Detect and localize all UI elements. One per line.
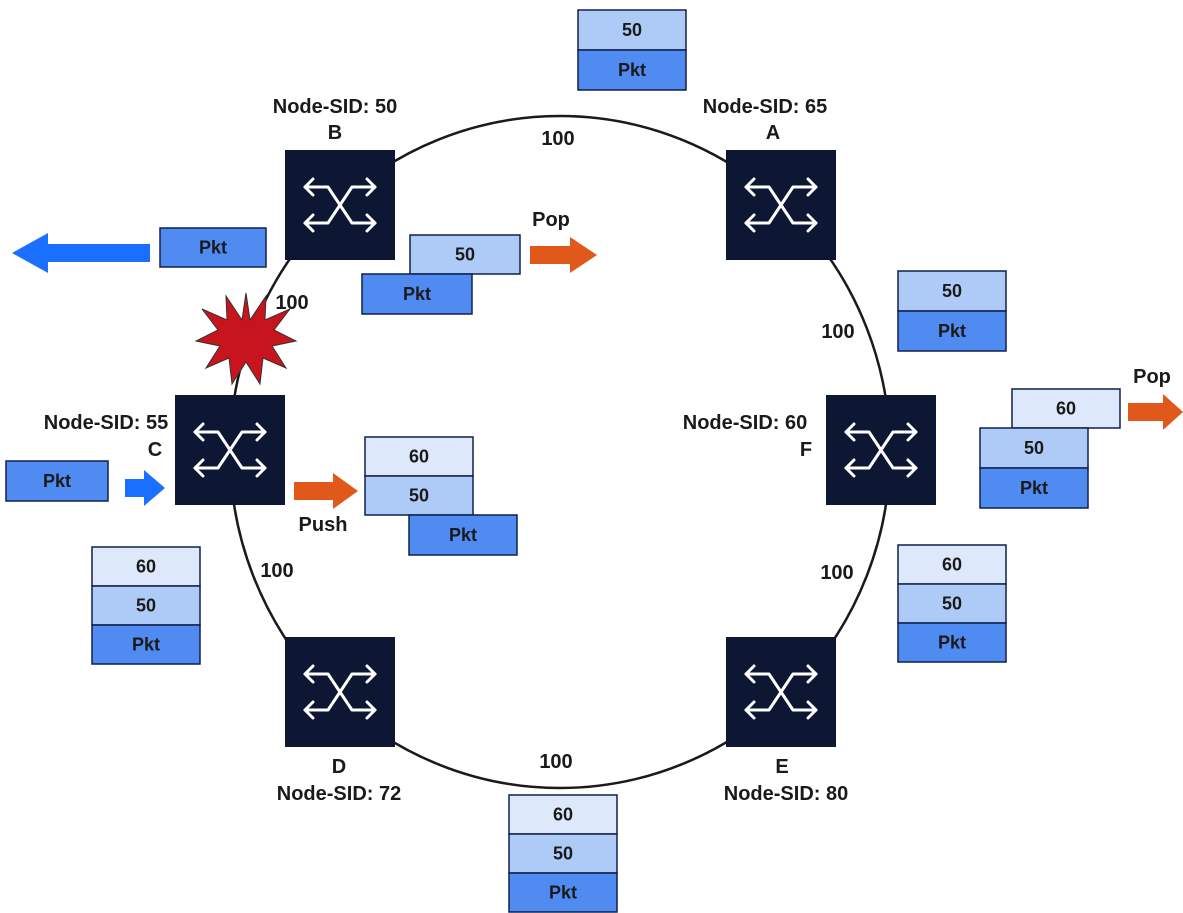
stack-a-f-cell: 50 [897, 270, 1007, 312]
push-c-pkt-cell-text: Pkt [449, 525, 477, 545]
stack-a-f-cell-text: Pkt [938, 321, 966, 341]
router-e-letter: E [775, 756, 788, 778]
stack-c-d-cell: Pkt [91, 624, 201, 665]
stack-c-d-cell-text: 50 [136, 596, 156, 616]
stack-d-e-cell-text: Pkt [549, 883, 577, 903]
router-c[interactable] [175, 395, 285, 505]
stack-f-e-cell: 50 [897, 583, 1007, 624]
router-a[interactable] [726, 150, 836, 260]
stack-f-e-cell: 60 [897, 544, 1007, 585]
egress-pkt-cell: Pkt [159, 227, 267, 268]
push-c-label-cell-text: 60 [409, 447, 429, 467]
switch-icon [285, 637, 395, 747]
metric-f-e: 100 [820, 562, 853, 584]
stack-c-d-cell: 60 [91, 546, 201, 587]
egress-pkt-cell-text: Pkt [199, 238, 227, 258]
metric-a-f: 100 [821, 321, 854, 343]
metric-e-d: 100 [539, 751, 572, 773]
stack-top-cell-text: Pkt [618, 60, 646, 80]
pop-b-label-cell-text: 50 [455, 245, 475, 265]
pop-b-pkt-cell: Pkt [361, 273, 473, 315]
push-c-label-cell-text: 50 [409, 486, 429, 506]
router-e[interactable] [726, 637, 836, 747]
switch-icon [726, 637, 836, 747]
stack-d-e-cell: 60 [508, 794, 618, 835]
pop-f-stack-cell-text: 50 [1024, 438, 1044, 458]
router-f-letter: F [800, 439, 812, 461]
router-f-sid: Node-SID: 60 [683, 412, 807, 434]
router-b-letter: B [328, 122, 342, 144]
link-failure-icon [194, 292, 298, 386]
router-c-sid: Node-SID: 55 [44, 412, 168, 434]
router-f[interactable] [826, 395, 936, 505]
stack-f-e-cell: Pkt [897, 622, 1007, 663]
stack-a-f-cell-text: 50 [942, 281, 962, 301]
stack-f-e-cell-text: 60 [942, 555, 962, 575]
pop-f-stack-cell-text: Pkt [1020, 478, 1048, 498]
push-c-label-cell: 60 [364, 436, 474, 477]
stack-c-d-cell-text: 60 [136, 557, 156, 577]
pop-f-label-cell: 60 [1011, 388, 1121, 429]
switch-icon [826, 395, 936, 505]
router-a-sid: Node-SID: 65 [703, 96, 827, 118]
router-d-sid: Node-SID: 72 [277, 783, 401, 805]
switch-icon [175, 395, 285, 505]
stack-d-e-cell: 50 [508, 833, 618, 874]
router-b-sid: Node-SID: 50 [273, 96, 397, 118]
pop-b-pkt-cell-text: Pkt [403, 284, 431, 304]
stack-f-e-cell-text: Pkt [938, 633, 966, 653]
push-c-pkt-cell: Pkt [408, 514, 518, 556]
metric-c-b: 100 [275, 292, 308, 314]
stack-c-d-cell-text: Pkt [132, 635, 160, 655]
pop-arrow-icon [530, 237, 597, 273]
stack-f-e-cell-text: 50 [942, 594, 962, 614]
traffic-out-arrow-icon [12, 233, 150, 273]
ingress-pkt-cell-text: Pkt [43, 471, 71, 491]
pop-arrow-icon [1128, 394, 1183, 430]
router-e-sid: Node-SID: 80 [724, 783, 848, 805]
switch-icon [726, 150, 836, 260]
pop-f-label-cell-text: 60 [1056, 399, 1076, 419]
pop-label-b: Pop [532, 209, 570, 231]
metric-d-c: 100 [260, 560, 293, 582]
pop-b-label-cell: 50 [409, 234, 521, 275]
stack-a-f-cell: Pkt [897, 310, 1007, 352]
stack-top-cell-text: 50 [622, 20, 642, 40]
ingress-pkt-cell: Pkt [5, 460, 109, 502]
push-arrow-icon [294, 473, 358, 509]
push-c-label-cell: 50 [364, 475, 474, 516]
router-d-letter: D [332, 756, 346, 778]
router-a-letter: A [766, 122, 780, 144]
metric-b-a: 100 [541, 128, 574, 150]
router-c-letter: C [148, 439, 162, 461]
traffic-in-arrow-icon [125, 470, 165, 506]
stack-c-d-cell: 50 [91, 585, 201, 626]
stack-top-cell: Pkt [577, 49, 687, 91]
stack-d-e-cell-text: 60 [553, 805, 573, 825]
label-stacks: 50Pkt50Pkt6050Pkt6050Pkt6050Pkt50Pkt6050… [5, 9, 1121, 913]
stack-d-e-cell: Pkt [508, 872, 618, 913]
pop-label-f: Pop [1133, 366, 1171, 388]
stack-d-e-cell-text: 50 [553, 844, 573, 864]
pop-f-stack-cell: Pkt [979, 467, 1089, 509]
stack-top-cell: 50 [577, 9, 687, 51]
push-label-c: Push [299, 514, 348, 536]
router-d[interactable] [285, 637, 395, 747]
router-b[interactable] [285, 150, 395, 260]
pop-f-stack-cell: 50 [979, 427, 1089, 469]
switch-icon [285, 150, 395, 260]
